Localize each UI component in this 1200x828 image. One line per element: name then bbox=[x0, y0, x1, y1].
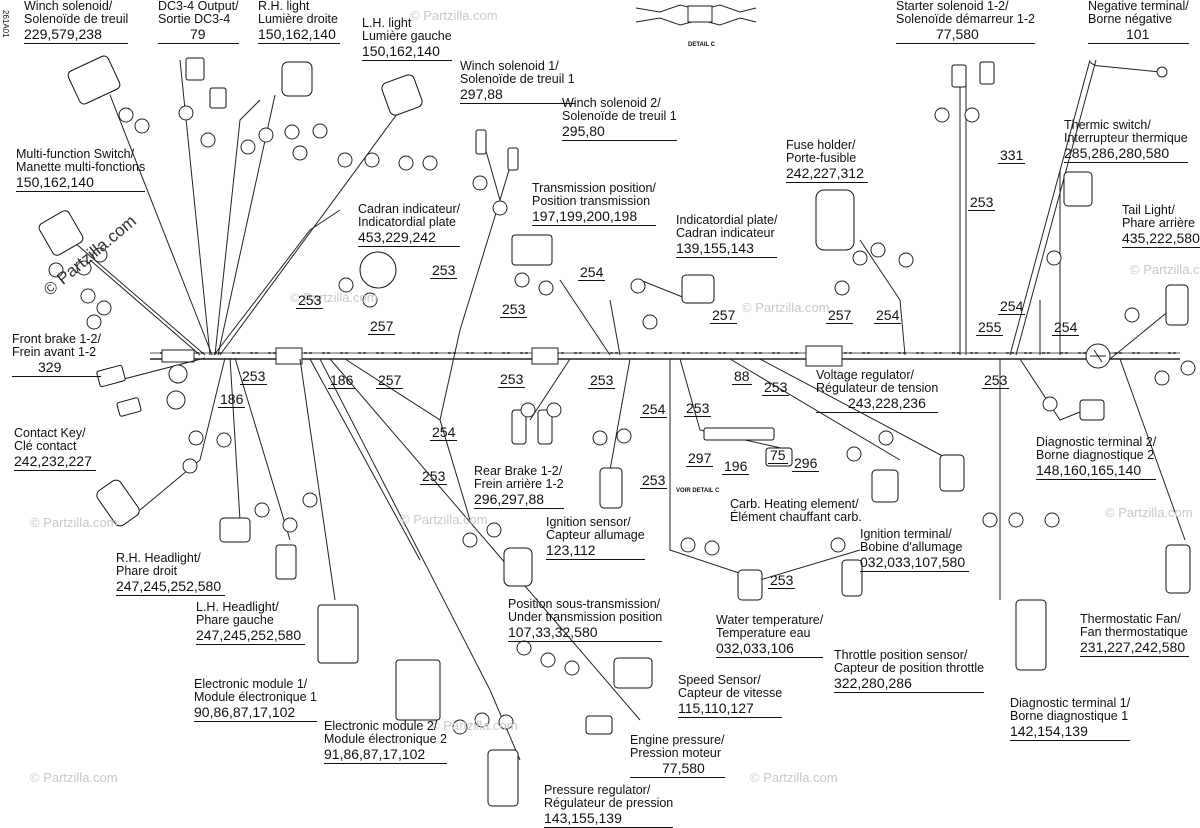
ref-257-a: 257 bbox=[368, 318, 396, 335]
ref-253-m: 253 bbox=[768, 572, 796, 589]
ref-254-d: 254 bbox=[1052, 319, 1080, 336]
watermark-mid-left: © Partzilla.com bbox=[290, 290, 378, 305]
ref-297: 297 bbox=[686, 450, 714, 467]
ref-253-c: 253 bbox=[296, 292, 324, 309]
center-branches bbox=[439, 59, 1186, 600]
label-diagnostic-terminal-1: Diagnostic terminal 1/Borne diagnostique… bbox=[1010, 696, 1131, 741]
ref-253-e: 253 bbox=[240, 368, 268, 385]
watermark-right-top: © Partzilla.com bbox=[1130, 262, 1200, 277]
ref-331: 331 bbox=[998, 147, 1026, 164]
label-position-sous-transmission: Position sous-transmission/Under transmi… bbox=[508, 597, 663, 642]
ref-186-b: 186 bbox=[218, 391, 246, 408]
watermark-mid-right: © Partzilla.com bbox=[742, 300, 830, 315]
ref-254-b: 254 bbox=[874, 307, 902, 324]
ref-255: 255 bbox=[976, 319, 1004, 336]
ref-254-f: 254 bbox=[430, 424, 458, 441]
ref-253-g: 253 bbox=[588, 372, 616, 389]
connector-shapes bbox=[38, 55, 1191, 807]
watermark-bottom-center: © Partzilla.com bbox=[430, 718, 518, 733]
ref-253-f: 253 bbox=[498, 371, 526, 388]
ref-253-l: 253 bbox=[640, 472, 668, 489]
label-multi-function-switch: Multi-function Switch/Manette multi-fonc… bbox=[16, 147, 146, 192]
watermark-top: © Partzilla.com bbox=[410, 8, 498, 23]
ref-253-j: 253 bbox=[684, 400, 712, 417]
label-carb-heating: Carb. Heating element/Élément chauffant … bbox=[730, 497, 862, 524]
ref-253-d: 253 bbox=[500, 301, 528, 318]
wire-tags bbox=[48, 105, 1196, 735]
ref-257-b: 257 bbox=[710, 307, 738, 324]
watermark-low-left: © Partzilla.com bbox=[30, 515, 118, 530]
main-harness-trunk bbox=[150, 343, 1180, 369]
front-left-branches bbox=[59, 59, 641, 761]
ref-253-h: 253 bbox=[762, 379, 790, 396]
watermark-bottom-left: © Partzilla.com bbox=[30, 770, 118, 785]
side-code: 261A01 bbox=[1, 10, 10, 38]
detail-c-sketch bbox=[635, 4, 757, 26]
ref-257-d: 257 bbox=[376, 372, 404, 389]
ref-253-i: 253 bbox=[982, 372, 1010, 389]
ref-296: 296 bbox=[792, 455, 820, 472]
label-electronic-module-1: Electronic module 1/Module électronique … bbox=[194, 677, 317, 722]
ref-254-c: 254 bbox=[998, 298, 1026, 315]
ref-196: 196 bbox=[722, 458, 750, 475]
ref-186-a: 186 bbox=[328, 372, 356, 389]
ref-254-e: 254 bbox=[640, 401, 668, 418]
ref-253-b: 253 bbox=[430, 262, 458, 279]
label-starter-solenoid: Starter solenoid 1-2/Solenoïde démarreur… bbox=[896, 0, 1035, 44]
watermark-right: © Partzilla.com bbox=[1105, 505, 1193, 520]
label-diagnostic-terminal-2: Diagnostic terminal 2/Borne diagnostique… bbox=[1036, 435, 1157, 480]
ref-88: 88 bbox=[732, 368, 752, 385]
ref-253-k: 253 bbox=[420, 468, 448, 485]
negative-terminal-lead bbox=[1089, 61, 1168, 78]
watermark-low-center: © Partzilla.com bbox=[400, 512, 488, 527]
ref-253-a: 253 bbox=[968, 194, 996, 211]
ref-254-a: 254 bbox=[578, 264, 606, 281]
label-throttle-position: Throttle position sensor/Capteur de posi… bbox=[834, 648, 985, 693]
watermark-bottom-right: © Partzilla.com bbox=[750, 770, 838, 785]
label-electronic-module-2: Electronic module 2/Module électronique … bbox=[324, 719, 447, 764]
detail-c-label: DETAIL C bbox=[688, 42, 716, 48]
ref-257-c: 257 bbox=[826, 307, 854, 324]
voir-detail-c-label: VOIR DETAIL C bbox=[676, 488, 720, 494]
ref-75: 75 bbox=[768, 447, 788, 464]
label-pressure-regulator: Pressure regulator/Régulateur de pressio… bbox=[544, 783, 674, 828]
label-transmission-position: Transmission position/Position transmiss… bbox=[532, 181, 656, 226]
